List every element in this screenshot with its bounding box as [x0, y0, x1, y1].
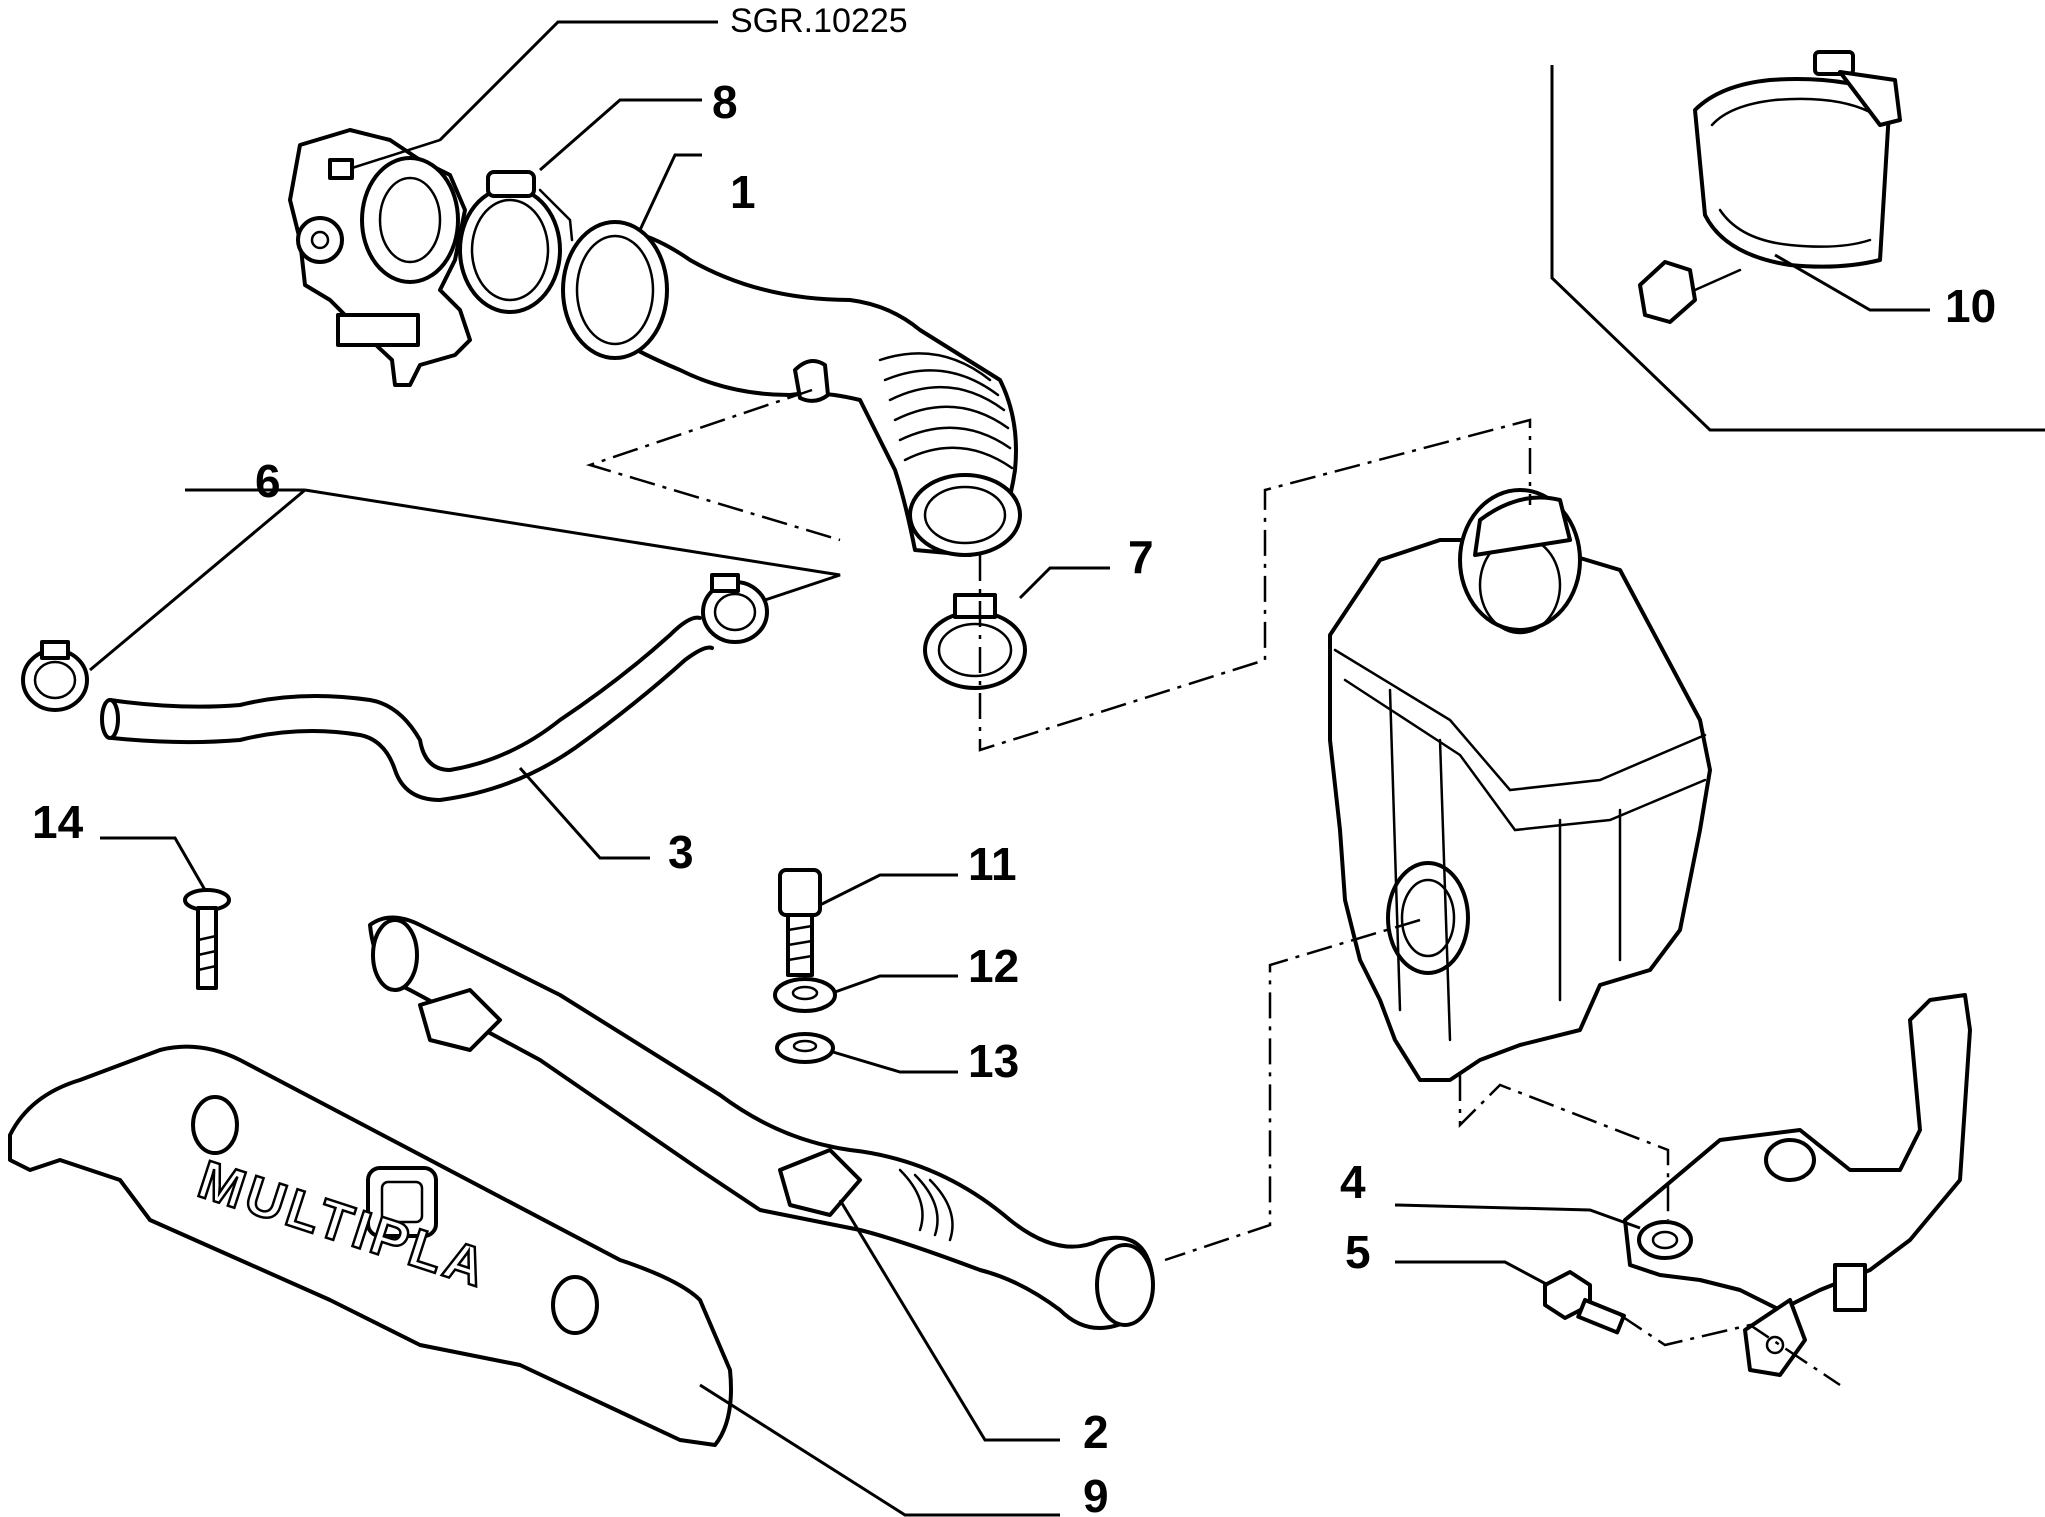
part-5-bolt — [1543, 1270, 1626, 1335]
leader-7 — [1018, 566, 1110, 600]
part-1-intake-hose — [561, 220, 1022, 557]
part-13-washer — [775, 1032, 835, 1064]
callout-1: 1 — [730, 166, 756, 218]
leader-1 — [638, 153, 702, 231]
leader-13 — [832, 1050, 958, 1074]
leader-12 — [834, 974, 958, 994]
assembly-line-duct2 — [1164, 918, 1421, 1262]
callout-4: 4 — [1340, 1156, 1366, 1208]
assembly-line-bracket4 — [1458, 1075, 1670, 1220]
callout-10: 10 — [1945, 280, 1996, 332]
leader-11 — [819, 873, 958, 907]
leader-9 — [699, 1383, 1060, 1517]
leader-8 — [539, 98, 702, 172]
callout-6: 6 — [255, 455, 281, 507]
leader-4 — [1394, 1203, 1641, 1230]
callout-3: 3 — [668, 826, 694, 878]
air-filter-housing — [1328, 488, 1712, 1082]
part-8-hose-clamp — [458, 170, 574, 314]
leader-6b — [304, 488, 841, 602]
callout-9: 9 — [1083, 1470, 1109, 1517]
leader-reference — [438, 20, 718, 142]
leader-3 — [518, 767, 650, 860]
part-6-hose-clamps — [21, 573, 769, 712]
part-11-bolt — [778, 868, 822, 977]
callout-11: 11 — [968, 838, 1017, 890]
part-14-screw — [183, 888, 231, 990]
assembly-line-hose1 — [978, 418, 1532, 752]
part-7-hose-clamp — [923, 593, 1027, 690]
leader-2 — [838, 1199, 1060, 1442]
assembly-line-bolt5 — [1619, 1313, 1841, 1387]
reference-code: SGR.10225 — [730, 2, 908, 40]
callout-13: 13 — [968, 1035, 1019, 1087]
callout-2: 2 — [1083, 1406, 1109, 1458]
part-4-mounting-bracket — [1623, 993, 1972, 1377]
leader-5 — [1395, 1260, 1549, 1287]
assembly-line-hose3 — [585, 388, 841, 542]
part-10-inset — [1550, 50, 2045, 432]
part-3-breather-hose — [100, 615, 714, 802]
callout-12: 12 — [968, 940, 1019, 992]
leader-14 — [100, 836, 207, 891]
callout-7: 7 — [1128, 531, 1154, 583]
callout-8: 8 — [712, 76, 738, 128]
leader-10 — [1774, 253, 1930, 312]
part-2-intake-duct — [368, 915, 1155, 1330]
throttle-body — [288, 128, 472, 387]
leader-6a — [89, 488, 306, 672]
callout-5: 5 — [1345, 1226, 1371, 1278]
callout-14: 14 — [32, 796, 84, 848]
part-12-spacer — [773, 977, 837, 1013]
